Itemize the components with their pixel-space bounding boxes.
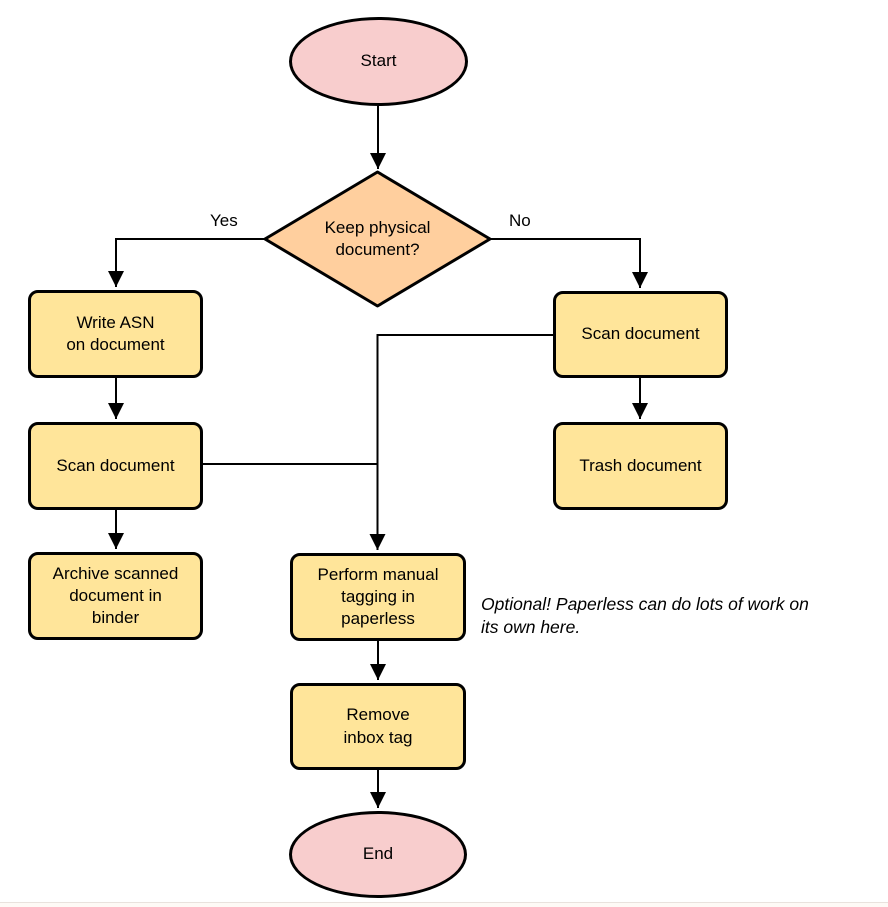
node-end: End bbox=[289, 811, 467, 898]
bottom-edge-line bbox=[0, 902, 888, 903]
node-archive-binder: Archive scanned document in binder bbox=[28, 552, 203, 640]
edge-label-yes: Yes bbox=[210, 211, 238, 230]
node-scan-document-right: Scan document bbox=[553, 291, 728, 378]
edge-decision-scan-right bbox=[491, 238, 648, 288]
node-scan-document-left: Scan document bbox=[28, 422, 203, 510]
edge-label-no: No bbox=[509, 211, 531, 230]
edge-decision-write-asn bbox=[108, 238, 264, 287]
bottom-edge-strip bbox=[0, 903, 888, 907]
node-write-asn: Write ASN on document bbox=[28, 290, 203, 378]
node-manual-tagging: Perform manual tagging in paperless bbox=[290, 553, 466, 641]
node-start: Start bbox=[289, 17, 468, 106]
node-decision-label: Keep physical document? bbox=[324, 217, 431, 259]
annotation-optional-note: Optional! Paperless can do lots of work … bbox=[481, 594, 809, 637]
node-trash-document: Trash document bbox=[553, 422, 728, 510]
decision-diamond-shape bbox=[263, 170, 492, 308]
edge-scan-right-tagging bbox=[369, 334, 553, 550]
node-remove-inbox-tag: Remove inbox tag bbox=[290, 683, 466, 770]
